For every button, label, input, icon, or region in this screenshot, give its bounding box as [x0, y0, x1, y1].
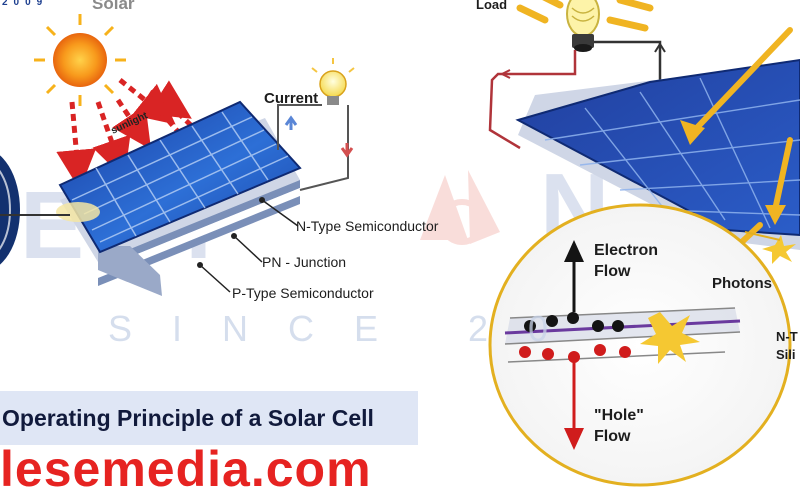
- right-light-bulb-icon: [566, 0, 600, 52]
- brand-year: 2009: [2, 0, 49, 8]
- title-banner: [0, 391, 418, 445]
- right-circuit-wire: [488, 40, 666, 150]
- layer-leader-lines: [199, 199, 299, 293]
- hole-flow-label: "Hole" Flow: [594, 405, 644, 447]
- diagram-title: Operating Principle of a Solar Cell: [2, 405, 374, 431]
- sun-icon: [34, 14, 126, 106]
- right-solar-panel: [515, 58, 800, 250]
- hole-flow-line-2: Flow: [594, 428, 631, 445]
- p-type-label: P-Type Semiconductor: [232, 285, 374, 301]
- electron-flow-arrow: [564, 240, 584, 312]
- photons-label: Photons: [712, 275, 772, 292]
- electron-flow-line-1: Electron: [594, 242, 659, 259]
- n-type-silicon-line-2: Sili: [776, 347, 796, 362]
- n-type-silicon-line-1: N-T: [776, 329, 798, 344]
- brand-name: Solar: [92, 0, 135, 13]
- electron-flow-line-2: Flow: [594, 263, 631, 280]
- badge-icon: [0, 155, 20, 265]
- current-down-arrow-icon: [340, 143, 354, 158]
- hole-flow-line-1: "Hole": [594, 407, 644, 424]
- left-circuit-wire: [277, 104, 349, 191]
- holes: [519, 344, 631, 363]
- current-label: Current: [264, 90, 319, 107]
- pn-junction-label: PN - Junction: [262, 254, 347, 270]
- hole-flow-arrow: [564, 362, 584, 450]
- light-rays-top: [516, 0, 654, 32]
- load-label: Load: [476, 0, 508, 12]
- left-solar-panel: [0, 100, 302, 296]
- zoom-sparkle-icon: [640, 312, 700, 364]
- current-up-arrow-icon: [284, 115, 298, 130]
- left-light-bulb-icon: [311, 58, 355, 105]
- electron-flow-label: Electron Flow: [594, 240, 658, 282]
- photon-sparkle-icon: [762, 235, 796, 264]
- site-watermark: lesemedia.com: [0, 441, 372, 497]
- n-type-silicon-label: N-T Sili: [776, 328, 798, 364]
- background-since-text: SINCE 20: [108, 308, 589, 349]
- n-type-label: N-Type Semiconductor: [296, 218, 439, 234]
- electrons: [524, 312, 624, 332]
